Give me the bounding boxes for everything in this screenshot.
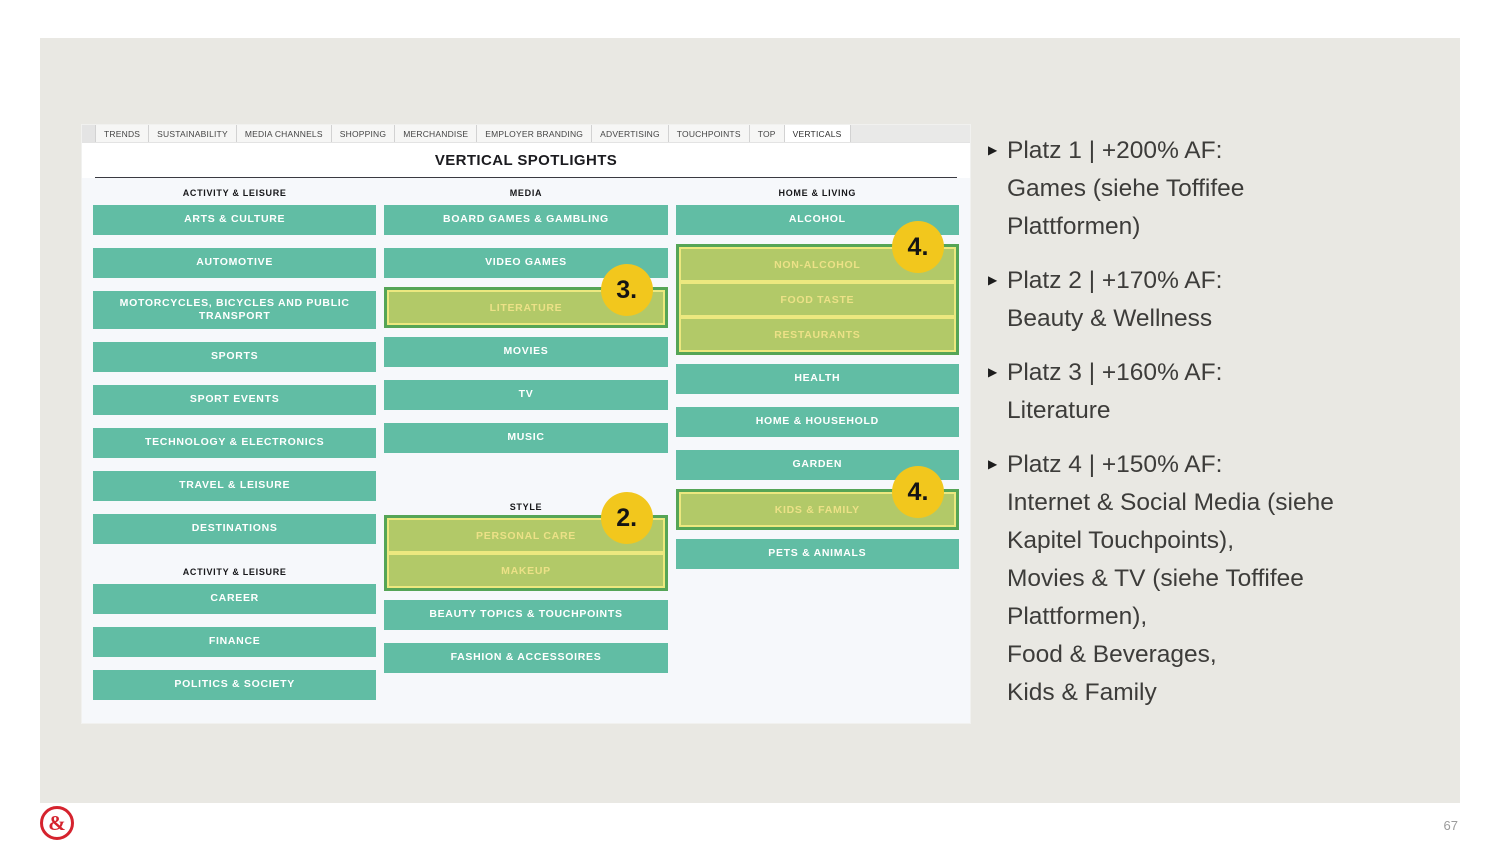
vertical-home-household[interactable]: HOME & HOUSEHOLD [675,407,959,437]
vertical-destinations[interactable]: DESTINATIONS [93,514,377,544]
vertical-motorcycles-bicycles-and-public-transport[interactable]: MOTORCYCLES, BICYCLES AND PUBLIC TRANSPO… [93,291,377,329]
rank-badge-3: 3. [600,264,653,316]
bullet-triangle-icon: ▶ [988,457,998,471]
vertical-technology-electronics[interactable]: TECHNOLOGY & ELECTRONICS [93,428,377,458]
bullet-triangle-icon: ▶ [988,273,998,287]
bullet-triangle-icon: ▶ [988,143,998,157]
vertical-beauty-topics-touchpoints[interactable]: BEAUTY TOPICS & TOUCHPOINTS [384,600,668,630]
tab-employer-branding[interactable]: EMPLOYER BRANDING [477,125,593,142]
tab-trends[interactable]: TRENDS [96,125,150,142]
section-header-style: STYLE [509,502,543,512]
vertical-pets-animals[interactable]: PETS & ANIMALS [675,539,959,569]
vertical-finance[interactable]: FINANCE [93,627,377,657]
rank-badge-4: 4. [891,466,944,518]
vertical-sport-events[interactable]: SPORT EVENTS [93,385,377,415]
vertical-food-taste[interactable]: FOOD TASTE [678,282,956,317]
tab-sustainability[interactable]: SUSTAINABILITY [149,125,237,142]
vertical-automotive[interactable]: AUTOMOTIVE [93,248,377,278]
vertical-politics-society[interactable]: POLITICS & SOCIETY [93,670,377,700]
ranking-note-text: Platz 4 | +150% AF: Internet & Social Me… [1007,451,1334,706]
tab-merchandise[interactable]: MERCHANDISE [395,125,478,142]
bullet-triangle-icon: ▶ [988,365,998,379]
section-header-activity-leisure: ACTIVITY & LEISURE [182,188,287,198]
section-header-media: MEDIA [509,188,543,198]
report-title-row: VERTICAL SPOTLIGHTS [82,143,970,177]
ranking-note-text: Platz 3 | +160% AF: Literature [1007,359,1223,424]
ranking-note-2: ▶ Platz 2 | +170% AF: Beauty & Wellness [988,262,1426,338]
page-title: VERTICAL SPOTLIGHTS [434,152,618,169]
vertical-board-games-gambling[interactable]: BOARD GAMES & GAMBLING [384,205,668,235]
ranking-note-4: ▶ Platz 4 | +150% AF: Internet & Social M… [988,446,1426,712]
vertical-sports[interactable]: SPORTS [93,342,377,372]
tab-media-channels[interactable]: MEDIA CHANNELS [236,125,332,142]
vertical-travel-leisure[interactable]: TRAVEL & LEISURE [93,471,377,501]
section-header-home-living: HOME & LIVING [778,188,857,198]
vertical-health[interactable]: HEALTH [675,364,959,394]
ranking-notes: ▶ Platz 1 | +200% AF: Games (siehe Toffif… [988,132,1426,728]
rank-badge-4: 4. [891,221,944,273]
tab-touchpoints[interactable]: TOUCHPOINTS [668,125,750,142]
tab-shopping[interactable]: SHOPPING [331,125,396,142]
highlight-group-literature: 3.LITERATURE [384,264,668,328]
page-number: 67 [1443,818,1458,833]
vertical-restaurants[interactable]: RESTAURANTS [678,317,956,352]
section-header-activity-leisure: ACTIVITY & LEISURE [182,567,287,577]
vertical-tv[interactable]: TV [384,380,668,410]
ampersand-logo-icon: & [40,806,74,840]
ranking-note-text: Platz 1 | +200% AF: Games (siehe Toffife… [1007,137,1245,240]
ranking-note-text: Platz 2 | +170% AF: Beauty & Wellness [1007,267,1223,332]
vertical-fashion-accessoires[interactable]: FASHION & ACCESSOIRES [384,643,668,673]
tab-bar-stub [82,125,96,142]
rank-badge-2: 2. [600,492,653,544]
tab-top[interactable]: TOP [749,125,785,142]
vertical-movies[interactable]: MOVIES [384,337,668,367]
tab-bar-filler [850,125,970,142]
ranking-note-3: ▶ Platz 3 | +160% AF: Literature [988,354,1426,430]
vertical-music[interactable]: MUSIC [384,423,668,453]
column-activity-leisure: ACTIVITY & LEISURE ARTS & CULTURE AUTOMOTI… [93,178,377,713]
verticals-grid-area: ACTIVITY & LEISURE ARTS & CULTURE AUTOMOTI… [82,178,970,723]
vertical-career[interactable]: CAREER [93,584,377,614]
tab-advertising[interactable]: ADVERTISING [592,125,669,142]
ranking-note-1: ▶ Platz 1 | +200% AF: Games (siehe Toffif… [988,132,1426,246]
vertical-makeup[interactable]: MAKEUP [387,553,665,588]
tab-verticals[interactable]: VERTICALS [784,125,851,142]
highlight-group-kids-family: 4.KIDS & FAMILY [675,466,959,530]
vertical-arts-culture[interactable]: ARTS & CULTURE [93,205,377,235]
